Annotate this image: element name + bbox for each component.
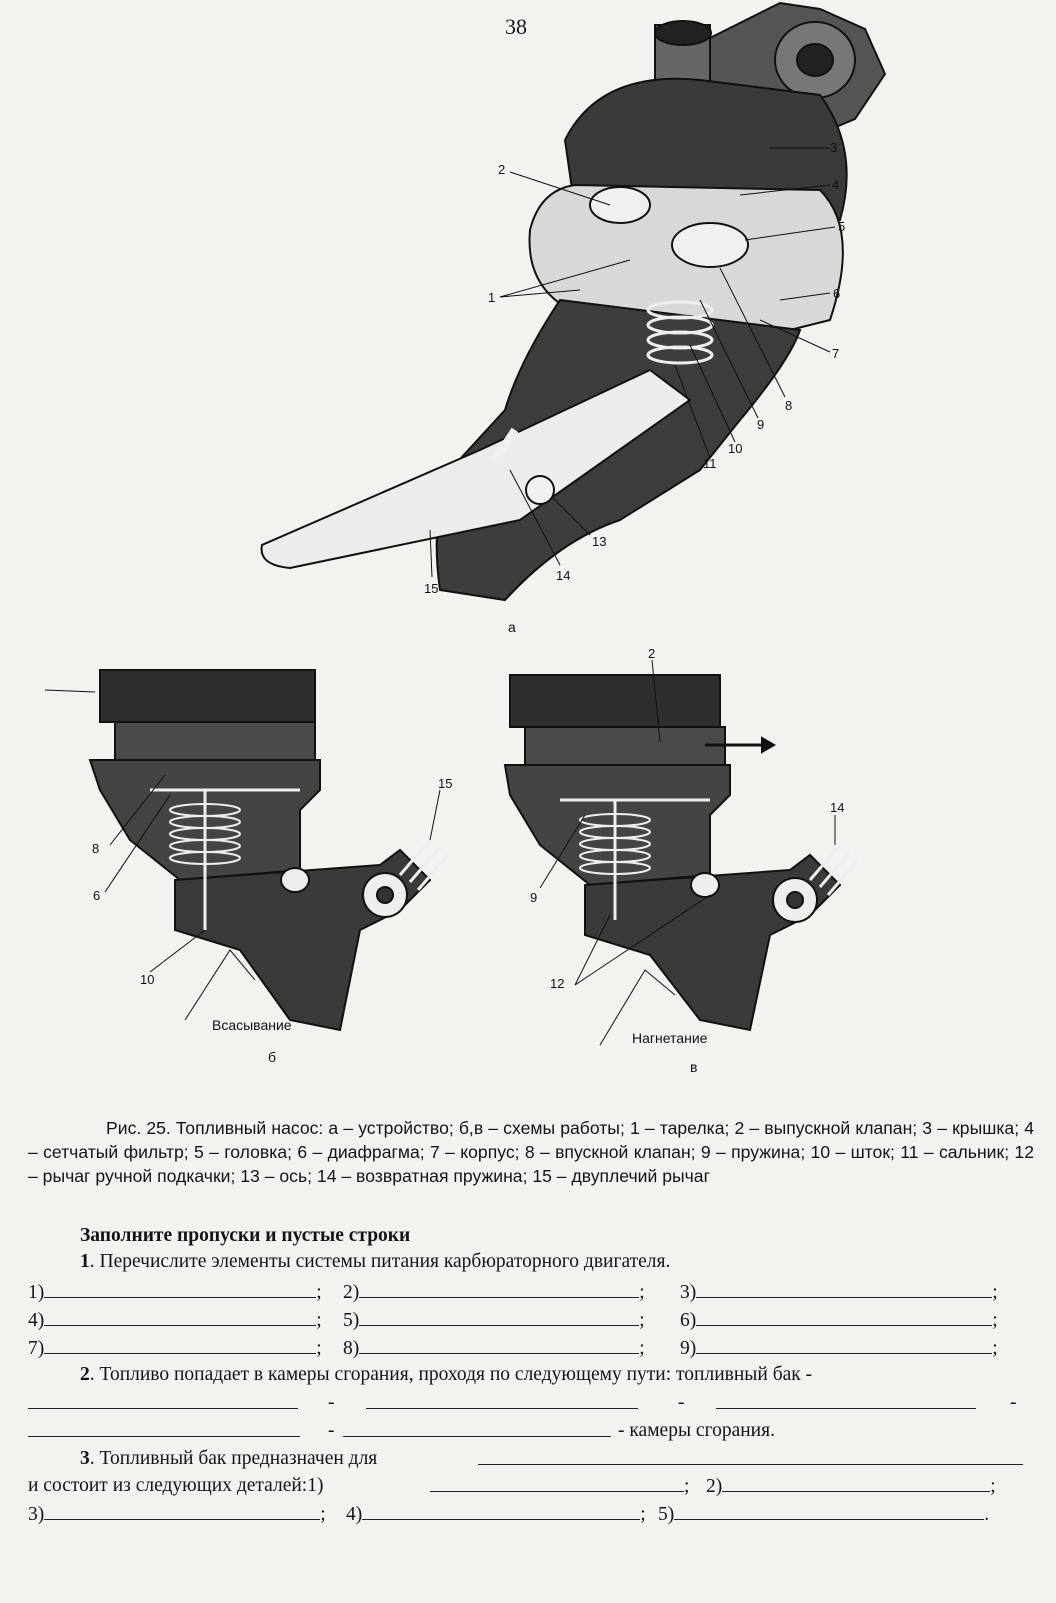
callout-c-2: 2: [648, 646, 655, 661]
callout-a-11: 11: [703, 456, 717, 471]
q3-blank-2[interactable]: [722, 1475, 991, 1492]
callout-b-10: 10: [140, 972, 154, 987]
q3-line2-text: и состоит из следующих деталей:1): [28, 1475, 324, 1496]
callout-c-14: 14: [830, 800, 844, 815]
callout-a-9: 9: [757, 417, 764, 432]
figure-c-discharge-scheme: 2 9 12 14 Нагнетание в: [503, 646, 860, 1075]
q2-dash-3: -: [1010, 1392, 1017, 1413]
question-2-number: 2: [80, 1364, 90, 1385]
q3-blank-4[interactable]: [362, 1503, 641, 1520]
q3-blank-1[interactable]: [430, 1475, 684, 1492]
callout-a-4: 4: [832, 177, 839, 192]
figure-b-suction-scheme: 8 6 10 15 Всасывание б: [44, 669, 452, 1065]
callout-a-8: 8: [785, 398, 792, 413]
figure-caption: Рис. 25. Топливный насос: а – устройство…: [28, 1118, 1034, 1186]
q1-item-3: 3);: [680, 1281, 998, 1303]
q1-blank-7[interactable]: [44, 1337, 317, 1354]
q1-blank-8[interactable]: [359, 1337, 640, 1354]
question-1: 1. Перечислите элементы системы питания …: [80, 1251, 670, 1273]
question-1-text: . Перечислите элементы системы питания к…: [89, 1251, 671, 1272]
q3-item-3: 3);: [28, 1503, 326, 1525]
figure-a-pump-cutaway: 2 3 4 5 1 6 7 8 9 10 11 13 14 15 а: [260, 1, 887, 635]
q2-blank-2[interactable]: [366, 1392, 638, 1409]
q1-item-5: 5);: [343, 1309, 645, 1331]
q1-item-6: 6);: [680, 1309, 998, 1331]
q2-end: - камеры сгорания.: [618, 1420, 775, 1441]
page-number: 38: [505, 14, 527, 39]
callout-a-5: 5: [838, 219, 845, 234]
discharge-label: Нагнетание: [632, 1030, 708, 1046]
tasks-heading: Заполните пропуски и пустые строки: [80, 1225, 411, 1246]
q1-item-7: 7);: [28, 1337, 322, 1359]
question-3-number: 3: [80, 1448, 90, 1469]
q2-blank-5[interactable]: [343, 1420, 611, 1437]
callout-a-6: 6: [833, 286, 840, 301]
panel-b-letter: б: [268, 1049, 276, 1065]
callout-a-15: 15: [424, 581, 438, 596]
callout-b-8: 8: [92, 841, 99, 856]
callout-c-9: 9: [530, 890, 537, 905]
q1-blank-9[interactable]: [696, 1337, 993, 1354]
question-2: 2. Топливо попадает в камеры сгорания, п…: [80, 1364, 812, 1386]
q3-blank-3[interactable]: [44, 1503, 321, 1520]
q2-dash-4: -: [328, 1420, 335, 1441]
q1-item-1: 1);: [28, 1281, 322, 1303]
q1-blank-4[interactable]: [44, 1309, 317, 1326]
callout-a-14: 14: [556, 568, 570, 583]
q1-blank-2[interactable]: [359, 1281, 640, 1298]
q1-item-4: 4);: [28, 1309, 322, 1331]
callout-c-12: 12: [550, 976, 564, 991]
q3-item-5: 5).: [658, 1503, 990, 1525]
q2-blank-1[interactable]: [28, 1392, 298, 1409]
callout-b-15: 15: [438, 776, 452, 791]
q2-dash-1: -: [328, 1392, 335, 1413]
panel-a-letter: а: [508, 619, 516, 635]
q1-item-2: 2);: [343, 1281, 645, 1303]
callout-a-3: 3: [830, 140, 837, 155]
q3-blank-purpose[interactable]: [478, 1448, 1023, 1465]
q1-blank-5[interactable]: [359, 1309, 640, 1326]
q2-blank-4[interactable]: [28, 1420, 300, 1437]
q1-blank-1[interactable]: [44, 1281, 317, 1298]
q1-blank-6[interactable]: [696, 1309, 993, 1326]
callout-a-2: 2: [498, 162, 505, 177]
q1-item-9: 9);: [680, 1337, 998, 1359]
q3-item-2: 2);: [706, 1475, 996, 1497]
callout-a-7: 7: [832, 346, 839, 361]
callout-b-6: 6: [93, 888, 100, 903]
suction-label: Всасывание: [212, 1017, 292, 1033]
q2-blank-3[interactable]: [716, 1392, 976, 1409]
question-3-text: . Топливный бак предназначен для: [89, 1448, 378, 1469]
q1-blank-3[interactable]: [696, 1281, 993, 1298]
callout-a-1: 1: [488, 290, 495, 305]
q3-item-4: 4);: [346, 1503, 646, 1525]
callout-a-10: 10: [728, 441, 742, 456]
q1-item-8: 8);: [343, 1337, 645, 1359]
question-2-text: . Топливо попадает в камеры сгорания, пр…: [89, 1364, 813, 1385]
panel-c-letter: в: [690, 1059, 697, 1075]
callout-a-13: 13: [592, 534, 606, 549]
q3-blank-5[interactable]: [674, 1503, 985, 1520]
question-1-number: 1: [80, 1251, 90, 1272]
q2-dash-2: -: [678, 1392, 685, 1413]
